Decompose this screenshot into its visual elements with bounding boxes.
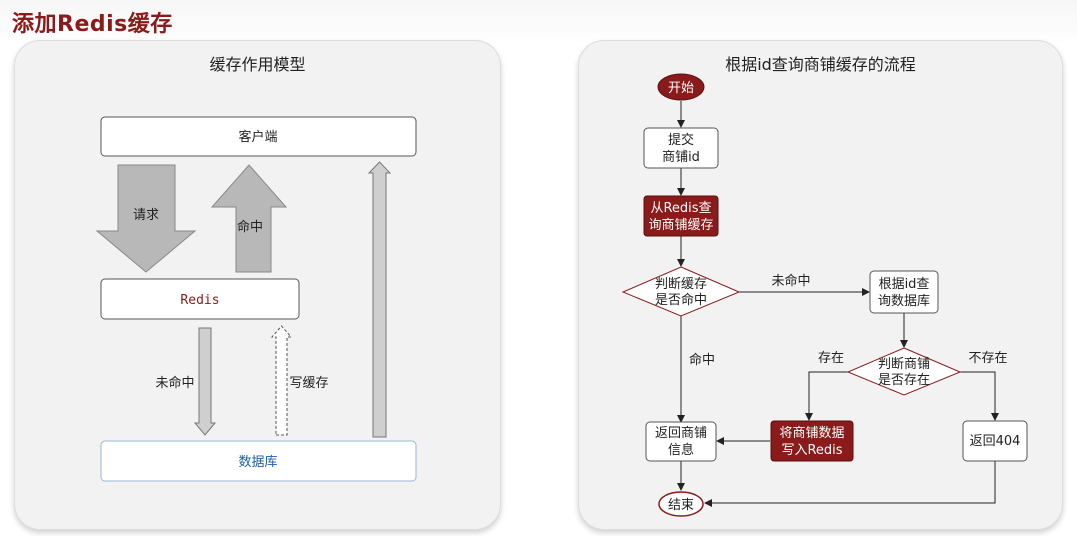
judge-exists-label-2: 是否存在 xyxy=(878,373,930,388)
query-db-label-1: 根据id查 xyxy=(879,277,930,292)
database-box xyxy=(100,440,417,482)
hit-arrow xyxy=(210,164,288,273)
flow-panel: 根据id查询商铺缓存的流程 开始 提交 商铺id 从Redis查 询商铺缓存 xyxy=(578,40,1063,530)
write-cache-label: 写缓存 xyxy=(289,376,328,391)
query-db-node xyxy=(869,270,939,314)
write-cache-arrow xyxy=(270,325,293,436)
edge-exists-write xyxy=(805,371,848,421)
judge-cache-label-1: 判断缓存 xyxy=(655,277,707,292)
exists-edge-label: 存在 xyxy=(818,351,844,366)
edge-notexists-404 xyxy=(960,371,999,421)
miss-label: 未命中 xyxy=(155,375,194,391)
client-label: 客户端 xyxy=(238,129,277,145)
judge-cache-label-2: 是否命中 xyxy=(655,292,707,308)
database-label: 数据库 xyxy=(238,454,277,470)
cache-model-panel: 缓存作用模型 客户端 请求 命中 Redis 未命中 写缓存 数据库 xyxy=(14,40,501,530)
query-redis-label-1: 从Redis查 xyxy=(650,201,711,216)
miss-edge-label: 未命中 xyxy=(771,273,810,289)
judge-exists-label-1: 判断商铺 xyxy=(878,357,930,372)
query-redis-node xyxy=(643,195,719,237)
request-arrow xyxy=(95,164,197,273)
flow-diagram: 开始 提交 商铺id 从Redis查 询商铺缓存 判断缓存 是否命中 未命中 命… xyxy=(621,73,1028,517)
return-info-label-1: 返回商铺 xyxy=(655,426,707,441)
return-404-label: 返回404 xyxy=(970,434,1021,449)
submit-label-2: 商铺id xyxy=(662,150,700,165)
redis-label: Redis xyxy=(180,293,219,308)
write-redis-node xyxy=(770,420,854,462)
db-to-client-arrow xyxy=(367,161,392,438)
hit-label: 命中 xyxy=(237,219,263,235)
end-node xyxy=(658,491,704,517)
end-label: 结束 xyxy=(668,498,694,513)
query-db-label-2: 询数据库 xyxy=(878,293,930,309)
write-redis-label-2: 写入Redis xyxy=(781,443,842,458)
submit-node xyxy=(643,127,719,169)
return-info-label-2: 信息 xyxy=(668,442,694,458)
query-redis-label-2: 询商铺缓存 xyxy=(648,218,713,233)
flow-title: 根据id查询商铺缓存的流程 xyxy=(725,55,916,74)
client-box xyxy=(100,116,417,157)
write-redis-label-1: 将商铺数据 xyxy=(779,426,844,441)
header-band xyxy=(0,0,1077,44)
cache-model-diagram: 客户端 请求 命中 Redis 未命中 写缓存 数据库 xyxy=(95,116,417,482)
submit-label-1: 提交 xyxy=(668,132,694,148)
cache-model-title: 缓存作用模型 xyxy=(209,55,306,74)
not-exists-edge-label: 不存在 xyxy=(968,351,1007,366)
judge-exists-node xyxy=(846,347,962,396)
return-404-node xyxy=(962,420,1028,462)
page-title: 添加Redis缓存 xyxy=(12,12,173,37)
miss-arrow xyxy=(193,327,217,436)
start-node xyxy=(657,73,705,101)
hit-edge-label: 命中 xyxy=(689,352,715,368)
edge-404-end xyxy=(704,461,996,507)
return-info-node xyxy=(645,421,717,462)
request-label: 请求 xyxy=(133,208,159,223)
judge-cache-node xyxy=(621,266,741,317)
redis-box xyxy=(100,278,300,320)
start-label: 开始 xyxy=(668,81,694,96)
